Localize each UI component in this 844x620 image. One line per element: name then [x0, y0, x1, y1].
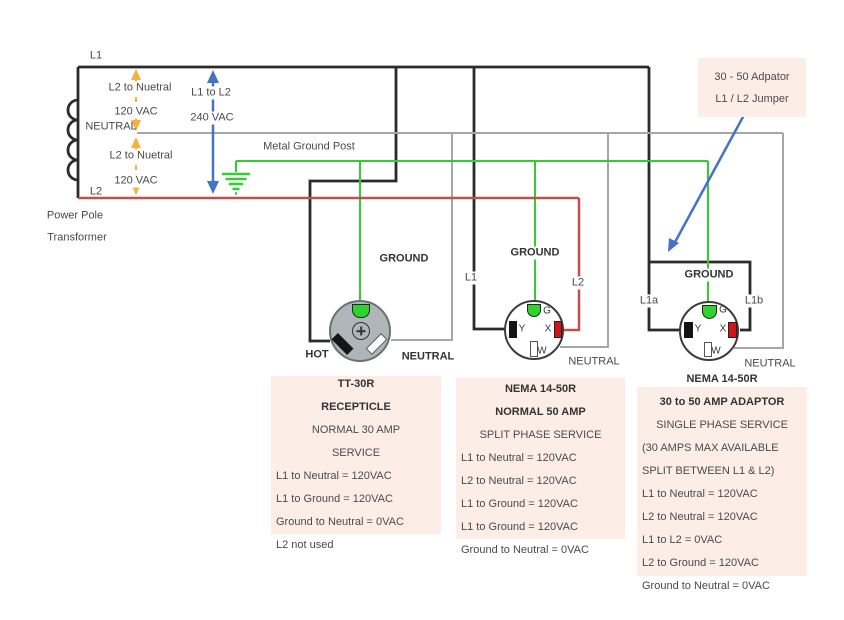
metal-ground-post-label: Metal Ground Post: [263, 140, 355, 153]
adaptor-l1b-label: L1b: [741, 294, 767, 308]
nema1450r-info-box: NEMA 14-50R NORMAL 50 AMP SPLIT PHASE SE…: [456, 378, 625, 562]
info-line: L1 to Ground = 120VAC: [461, 498, 578, 510]
power-pole-label: Power Pole: [46, 209, 104, 222]
adaptor-ground-label: GROUND: [681, 268, 737, 282]
adaptor-pin-y-label: Y: [694, 323, 702, 335]
l2-neutral-bottom-value: 120 VAC: [111, 174, 161, 188]
adaptor-pin-g-label: G: [719, 304, 727, 316]
info-line: NEMA 14-50R: [686, 373, 758, 385]
info-line: NORMAL 50 AMP: [495, 406, 586, 418]
info-line: L2 to Neutral = 120VAC: [461, 475, 577, 487]
earth-ground-symbol: [222, 172, 250, 195]
nema-pin-x-label: X: [544, 323, 552, 335]
nema-y-slot: [509, 321, 517, 338]
tt30-hot-label: HOT: [305, 348, 329, 361]
tt30r-receptacle: [329, 300, 391, 362]
nema-l1-feed-wire: [472, 67, 508, 331]
nema-pin-g-label: G: [543, 305, 551, 317]
adaptor-l1a-label: L1a: [636, 294, 662, 308]
info-box-background: [637, 387, 807, 576]
tt30-neutral-label: NEUTRAL: [401, 350, 455, 363]
l2-neutral-measure-arrows: [131, 69, 141, 195]
note-line: 30 - 50 Adpator: [714, 71, 790, 83]
info-line: (30 AMPS MAX AVAILABLE: [642, 442, 779, 454]
adaptor-x-slot: [728, 322, 737, 338]
nema-neutral-wire: [560, 133, 609, 348]
nema-l2-label: L2: [568, 276, 588, 290]
adaptor-neutral-label: NEUTRAL: [744, 357, 796, 370]
arrowhead: [668, 238, 679, 252]
adaptor-pin-x-label: X: [719, 323, 727, 335]
adaptor-pin-w-label: W: [711, 345, 721, 357]
adaptor-w-slot: [704, 342, 712, 357]
info-line: RECEPTICLE: [321, 401, 391, 413]
neutral-left-label: NEUTRAL: [85, 120, 137, 133]
adaptor-y-slot: [684, 322, 693, 338]
adaptor-ground-slot: [702, 305, 717, 319]
tt30r-ground-slot: [352, 304, 370, 318]
l1-l2-value: 240 VAC: [187, 111, 237, 125]
tt30r-center-contact: [352, 322, 370, 340]
info-line: NORMAL 30 AMP: [311, 424, 401, 436]
nema-ground-label: GROUND: [507, 246, 563, 260]
arrowhead: [131, 69, 141, 80]
arrowhead: [207, 181, 219, 194]
info-line: SPLIT PHASE SERVICE: [479, 429, 602, 441]
jumper-pointer-arrow: [672, 103, 752, 245]
info-line: L2 not used: [276, 539, 334, 551]
tt30r-info-box: TT-30R RECEPTICLE NORMAL 30 AMP SERVICE …: [271, 373, 441, 557]
arrowhead: [131, 120, 141, 131]
tt30-hot-feed-wire: [308, 67, 398, 343]
l2-neutral-top-value: 120 VAC: [111, 105, 161, 119]
info-line: SERVICE: [331, 447, 381, 459]
arrowhead: [207, 70, 219, 83]
adaptor-neutral-wire: [734, 133, 784, 349]
info-line: TT-30R: [337, 378, 375, 390]
nema-w-slot: [530, 341, 538, 357]
tt30-ground-label: GROUND: [379, 252, 429, 265]
nema-pin-y-label: Y: [518, 323, 526, 335]
l1-l2-label: L1 to L2: [188, 86, 234, 100]
note-line: L1 / L2 Jumper: [715, 93, 789, 105]
info-box-background: [456, 378, 625, 539]
nema-pin-w-label: W: [537, 345, 547, 357]
nema-ground-slot: [527, 304, 541, 317]
l2-left-label: L2: [89, 185, 103, 198]
info-line: Ground to Neutral = 0VAC: [276, 516, 404, 528]
info-line: Ground to Neutral = 0VAC: [461, 544, 589, 556]
adaptor-l1a-feed-wire: [647, 67, 680, 332]
l1-top-label: L1: [89, 49, 103, 62]
info-line: L2 to Neutral = 120VAC: [642, 511, 758, 523]
tt30-neutral-wire: [391, 133, 453, 341]
l2-neutral-bottom-label: L2 to Nuetral: [106, 149, 176, 163]
info-line: L1 to Ground = 120VAC: [461, 521, 578, 533]
nema-neutral-label: NEUTRAL: [568, 355, 620, 368]
nema1450r-receptacle: [504, 300, 564, 360]
arrowhead: [131, 137, 141, 148]
adaptor-receptacle: [679, 301, 739, 361]
adaptor-info-box: NEMA 14-50R 30 to 50 AMP ADAPTOR SINGLE …: [637, 368, 807, 598]
info-line: L1 to L2 = 0VAC: [642, 534, 723, 546]
info-line: SPLIT BETWEEN L1 & L2): [642, 465, 775, 477]
l2-neutral-top-label: L2 to Nuetral: [105, 81, 175, 95]
info-box-background: [271, 376, 441, 534]
nema-l2-wire: [563, 198, 581, 332]
info-line: NEMA 14-50R: [504, 383, 577, 395]
info-line: L1 to Neutral = 120VAC: [461, 452, 577, 464]
transformer-label: Transformer: [47, 231, 107, 244]
nema-l1-label: L1: [461, 271, 481, 285]
transformer-coil: [66, 98, 79, 182]
info-line: L1 to Ground = 120VAC: [276, 493, 393, 505]
info-line: 30 to 50 AMP ADAPTOR: [659, 396, 785, 408]
info-line: L1 to Neutral = 120VAC: [276, 470, 392, 482]
info-line: Ground to Neutral = 0VAC: [642, 580, 770, 592]
info-line: SINGLE PHASE SERVICE: [656, 419, 788, 431]
adaptor-note-box: 30 - 50 Adpator L1 / L2 Jumper: [698, 58, 806, 117]
nema-x-slot: [554, 321, 562, 338]
info-line: L2 to Ground = 120VAC: [642, 557, 759, 569]
info-line: L1 to Neutral = 120VAC: [642, 488, 758, 500]
